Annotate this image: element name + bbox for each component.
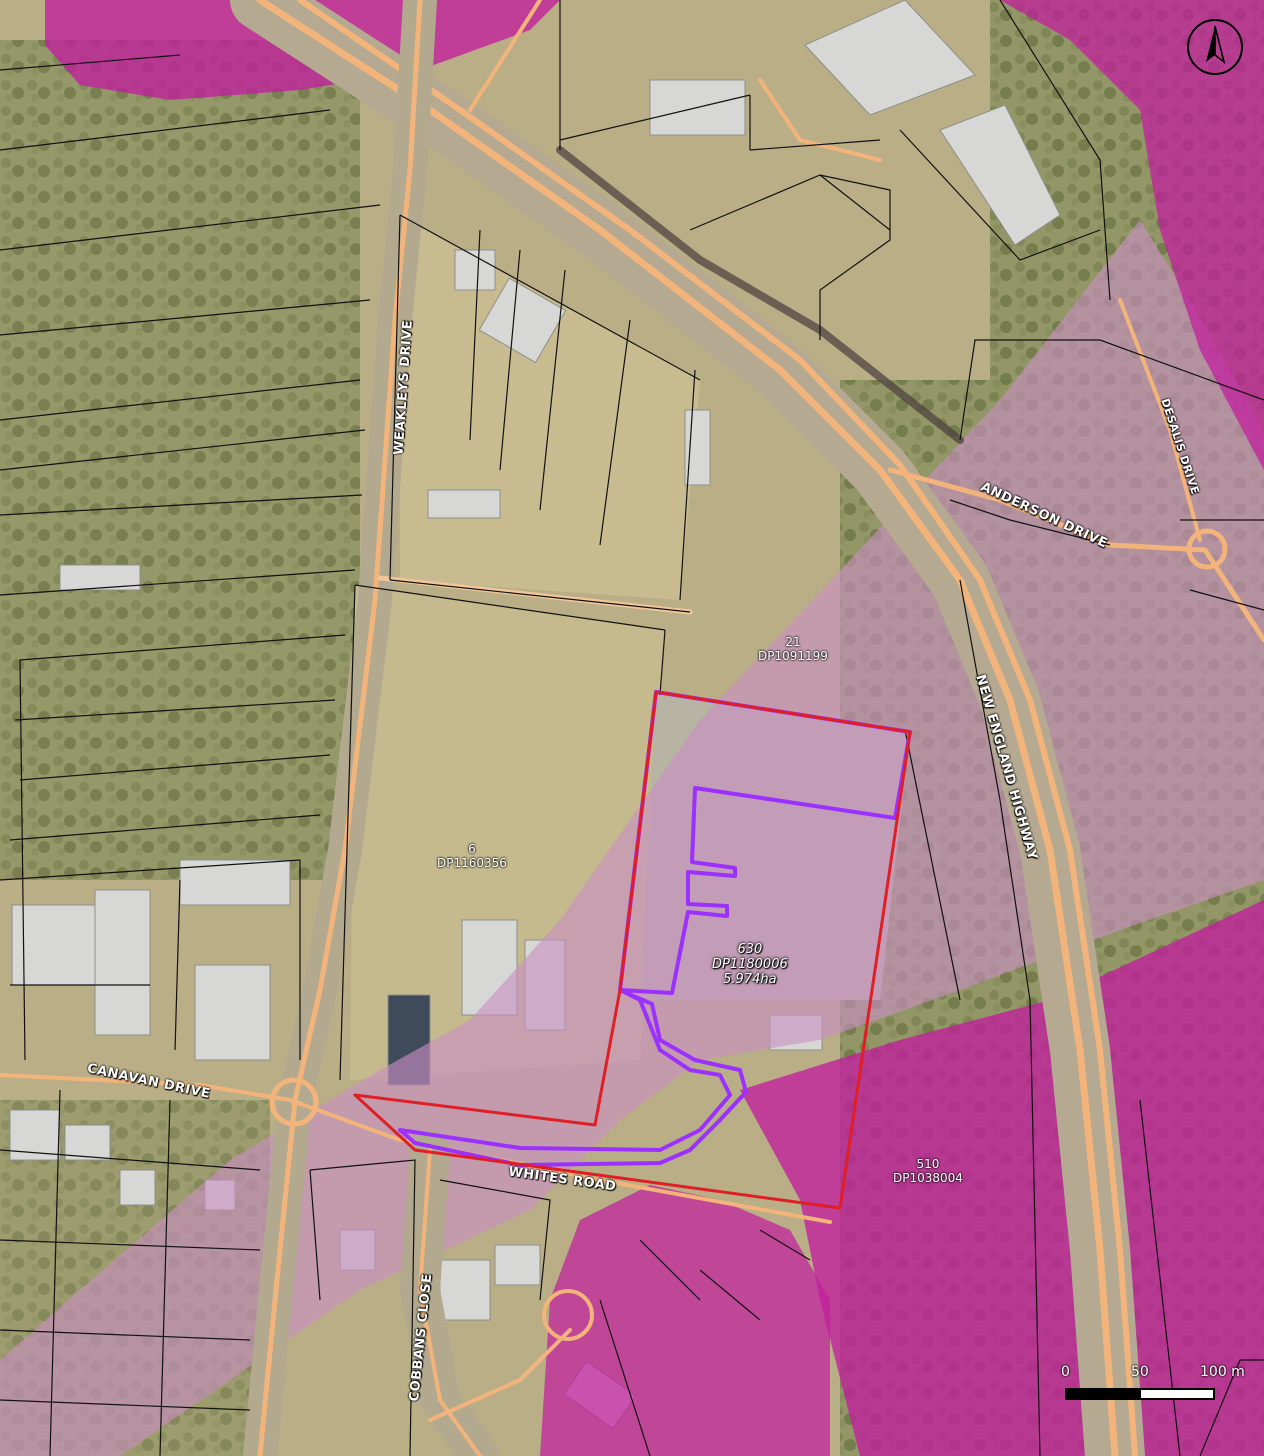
lot-21-number: 21: [785, 635, 801, 649]
lot-label-630: 630 DP1180006 5.974ha: [712, 942, 788, 987]
scale-bar: 0 50 100 m: [1056, 1360, 1252, 1440]
lot-630-number: 630: [737, 942, 763, 957]
lot-label-510: 510 DP1038004: [893, 1157, 963, 1185]
scale-bar-white-segment: [1139, 1388, 1215, 1400]
lot-630-area: 5.974ha: [723, 972, 777, 987]
lot-510-plan: DP1038004: [893, 1171, 963, 1185]
lot-6-plan: DP1160356: [437, 856, 507, 870]
lot-510-number: 510: [916, 1157, 940, 1171]
lot-630-plan: DP1180006: [712, 957, 788, 972]
north-arrow-icon: [1187, 19, 1243, 75]
lot-label-21: 21 DP1091199: [758, 635, 828, 663]
wooded-residential-area: [0, 40, 360, 880]
study-area-boundary: [398, 690, 912, 1167]
lot-label-6: 6 DP1160356: [437, 842, 507, 870]
scale-label-0: 0: [1061, 1364, 1070, 1380]
scale-label-50: 50: [1131, 1364, 1149, 1380]
lot-6-number: 6: [468, 842, 476, 856]
lot-21-plan: DP1091199: [758, 649, 828, 663]
site-boundary: [353, 690, 912, 1210]
scale-label-100: 100 m: [1200, 1364, 1245, 1380]
scale-bar-black-segment: [1065, 1388, 1141, 1400]
